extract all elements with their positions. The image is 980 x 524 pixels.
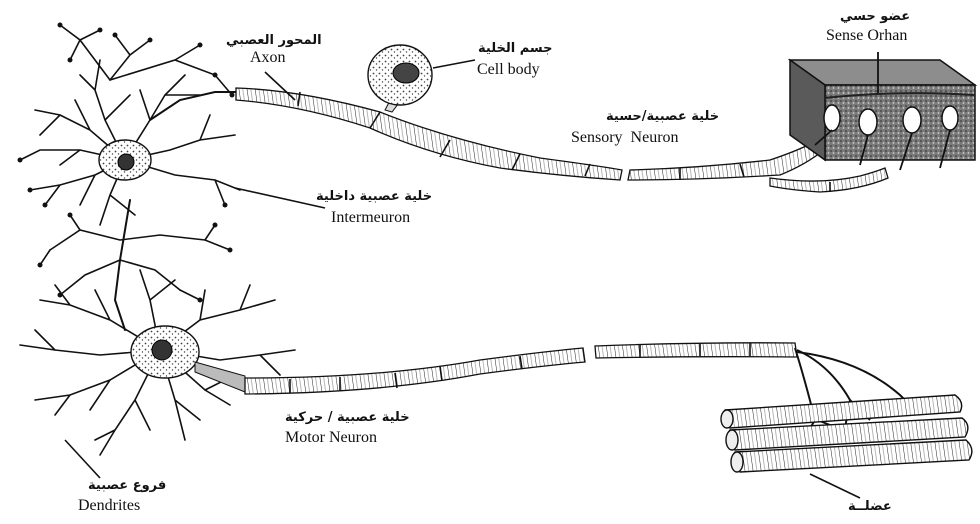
motor-neuron-nucleus bbox=[152, 340, 172, 360]
cell-body-label: Cell body bbox=[477, 62, 540, 78]
cell-body-label-arabic: جسم الخلية bbox=[478, 42, 553, 55]
muscle-label-arabic: عضلــة bbox=[848, 500, 892, 513]
sensory-cell-nucleus bbox=[393, 63, 419, 83]
muscle-fibers bbox=[722, 395, 971, 472]
motor-neuron-label: Motor Neuron bbox=[285, 430, 377, 446]
sensory-neuron-label-arabic: خلية عصبية/حسية bbox=[606, 110, 719, 123]
sense-organ-label: Sense Orhan bbox=[826, 28, 907, 44]
cell-body-leader bbox=[433, 60, 475, 68]
axon-label-arabic: المحور العصبي bbox=[226, 34, 322, 47]
dendrites-label: Dendrites bbox=[78, 498, 140, 514]
sensory-neuron-label: Sensory Neuron bbox=[571, 130, 679, 146]
interneuron-leader bbox=[235, 188, 325, 208]
motor-axon bbox=[245, 343, 797, 394]
dendrites-label-arabic: فروع عصبية bbox=[88, 479, 166, 492]
interneuron-label: Intermeuron bbox=[331, 210, 410, 226]
interneuron-nucleus bbox=[118, 154, 134, 170]
motor-neuron-label-arabic: خلية عصبية / حركية bbox=[285, 411, 410, 424]
muscle-leader bbox=[810, 474, 860, 498]
sense-organ bbox=[790, 60, 975, 170]
interneuron-label-arabic: خلية عصبية داخلية bbox=[316, 190, 432, 203]
sense-organ-label-arabic: عضو حسي bbox=[840, 10, 910, 23]
dendrites-leader bbox=[65, 440, 100, 478]
axon-label: Axon bbox=[250, 50, 286, 66]
